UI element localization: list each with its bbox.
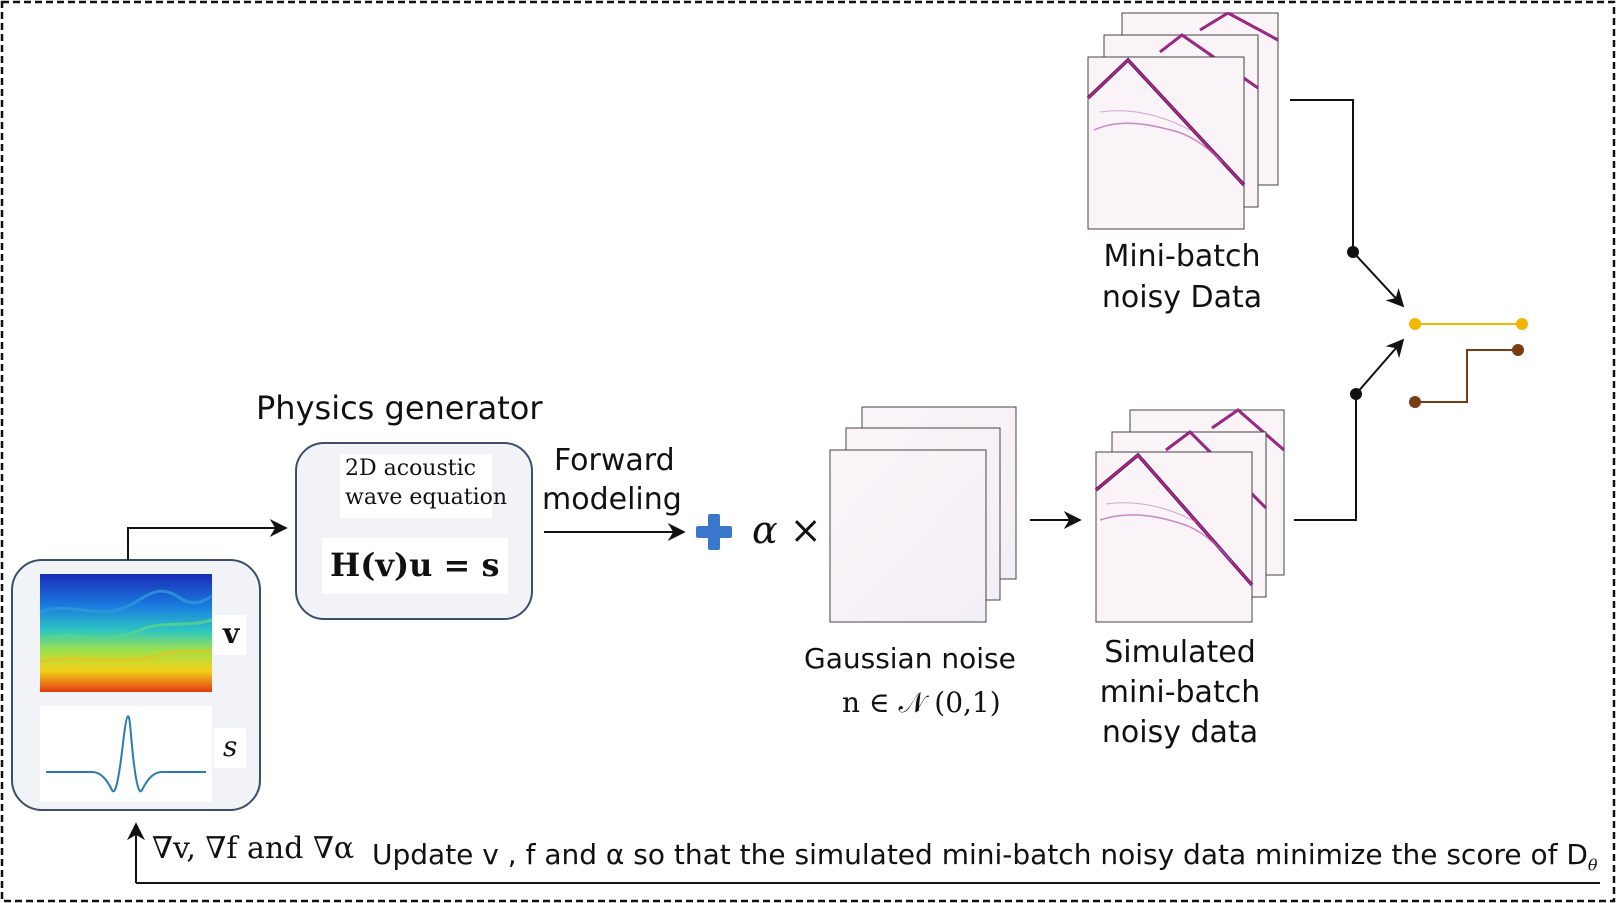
alpha-times-label: α × [752,508,822,552]
connector-real-to-switch [1290,99,1405,308]
source-label-bg [214,728,246,768]
update-text: Update v , f and α so that the simulated… [372,838,1588,871]
gaussian-noise-formula: n ∈ 𝒩 (0,1) [842,686,1001,719]
simulated-data-stack [1094,408,1285,623]
equation-caption-line1: 2D acoustic [345,456,476,481]
equation-bg [322,538,508,594]
source-wavelet-curve [46,715,206,793]
velocity-label: v [223,617,240,650]
connector-simulated-to-switch [1294,338,1405,521]
real-data-label-line1: Mini-batch [1103,239,1261,274]
simulated-data-label-line2: mini-batch [1099,675,1261,710]
real-data-stack [1086,11,1279,230]
junction-dot-upper [1347,246,1359,258]
forward-modeling-line1: Forward [554,443,675,478]
wave-equation: H(v)u = s [330,546,500,584]
plus-icon [696,514,732,550]
noise-stack [829,406,1017,623]
velocity-model-image [39,574,213,692]
forward-modeling-line2: modeling [542,482,682,517]
source-label: s [223,730,238,763]
gradients-label: ∇v, ∇f and ∇α [152,831,355,866]
equation-caption-bg [340,454,492,518]
physics-generator-title: Physics generator [256,389,543,427]
gaussian-noise-title: Gaussian noise [804,642,1016,675]
real-data-label-line2: noisy Data [1101,280,1263,315]
junction-dot-lower [1350,388,1362,400]
arrow-input-to-physics [127,519,288,560]
simulated-data-label-line1: Simulated [1104,635,1256,670]
update-subscript: θ [1587,855,1598,875]
update-instruction: Update v , f and α so that the simulated… [372,838,1598,875]
simulated-data-label-line3: noisy data [1101,715,1259,750]
equation-caption-line2: wave equation [345,485,508,510]
switch-icon [1409,318,1528,408]
velocity-label-bg [214,615,246,655]
